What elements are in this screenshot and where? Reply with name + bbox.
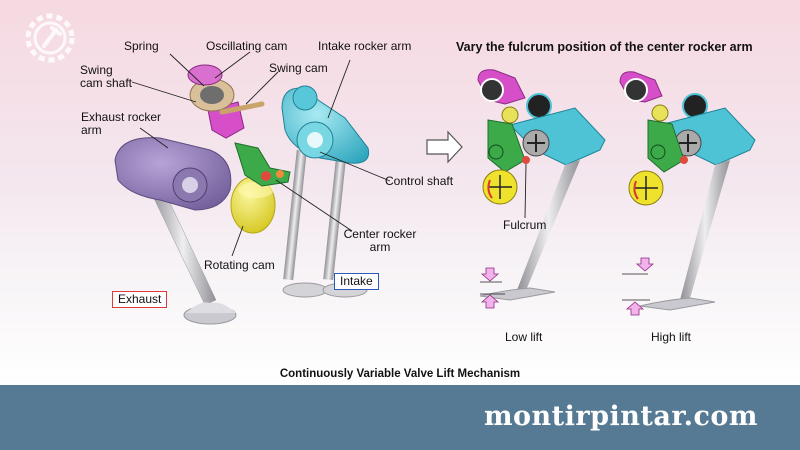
label-oscillating-cam: Oscillating cam — [206, 39, 288, 53]
high-lift-mechanism — [619, 71, 756, 316]
right-title: Vary the fulcrum position of the center … — [456, 40, 753, 54]
label-spring: Spring — [124, 39, 159, 53]
leader-lines-left — [131, 51, 391, 257]
swing-cam-assembly — [187, 64, 265, 139]
rotating-cam — [230, 176, 276, 234]
label-control-shaft: Control shaft — [385, 174, 454, 188]
label-rotating-cam: Rotating cam — [204, 258, 275, 272]
mechanism-illustration — [25, 13, 756, 325]
label-swing-cam: Swing cam — [269, 61, 328, 75]
label-low-lift: Low lift — [505, 330, 543, 344]
exhaust-box: Exhaust — [112, 291, 168, 308]
exhaust-valve — [149, 185, 237, 325]
brand-watermark: montirpintar.com — [483, 401, 758, 432]
label-intake-rocker-arm: Intake rocker arm — [318, 39, 412, 53]
gear-wrench-icon — [25, 13, 75, 63]
diagram-stage: Spring Oscillating cam Intake rocker arm… — [0, 0, 800, 385]
exhaust-rocker-arm — [114, 137, 232, 211]
label-high-lift: High lift — [651, 330, 692, 344]
right-arrow-icon — [426, 130, 463, 164]
label-center-rocker-arm: Center rocker arm — [343, 227, 417, 254]
center-rocker-arm — [234, 142, 291, 187]
intake-box: Intake — [334, 273, 379, 290]
figure-caption: Continuously Variable Valve Lift Mechani… — [279, 368, 521, 380]
label-swing-cam-shaft: Swing cam shaft — [80, 63, 133, 90]
footer-bar: montirpintar.com — [0, 385, 800, 450]
intake-valves — [282, 149, 368, 298]
intake-rocker-arm — [281, 85, 370, 164]
low-lift-mechanism — [477, 69, 606, 309]
label-fulcrum: Fulcrum — [503, 218, 547, 232]
label-exhaust-rocker-arm: Exhaust rocker arm — [81, 110, 162, 137]
fulcrum-leader-line — [524, 163, 527, 219]
